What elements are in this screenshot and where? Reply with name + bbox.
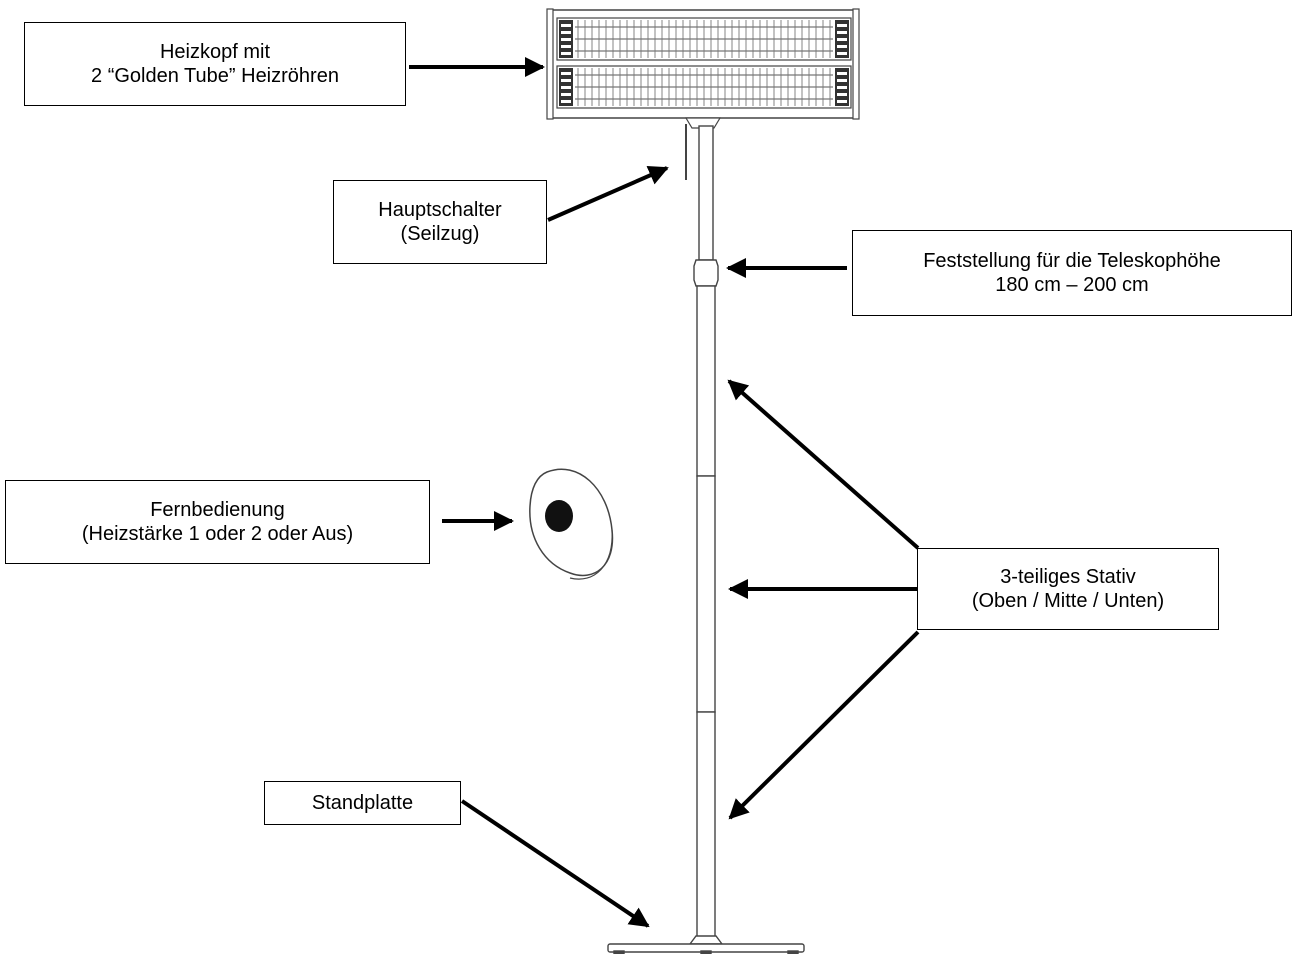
label-standplatte-line1: Standplatte (311, 792, 414, 814)
label-heizkopf: Heizkopf mit 2 “Golden Tube” Heizröhren (24, 22, 406, 106)
arrow-stativ-unten (728, 630, 920, 820)
label-stativ-line1: 3-teiliges Stativ (1000, 566, 1136, 588)
arrow-hauptschalter (547, 166, 669, 222)
label-hauptschalter-line2: (Seilzug) (400, 223, 480, 245)
label-fernbedienung: Fernbedienung (Heizstärke 1 oder 2 oder … (5, 480, 430, 564)
label-fernbedienung-line1: Fernbedienung (150, 499, 285, 521)
heater-head-icon (546, 8, 860, 129)
label-feststellung-line1: Feststellung für die Teleskophöhe (923, 250, 1221, 272)
base-plate-icon (607, 935, 805, 954)
remote-button (545, 500, 573, 532)
label-feststellung: Feststellung für die Teleskophöhe 180 cm… (852, 230, 1292, 316)
label-feststellung-line2: 180 cm – 200 cm (995, 274, 1149, 296)
label-hauptschalter: Hauptschalter (Seilzug) (333, 180, 547, 264)
arrow-standplatte (460, 799, 650, 928)
arrow-stativ-oben (727, 379, 920, 550)
label-stativ-line2: (Oben / Mitte / Unten) (971, 590, 1165, 612)
label-stativ: 3-teiliges Stativ (Oben / Mitte / Unten) (917, 548, 1219, 630)
label-heizkopf-line1: Heizkopf mit (159, 41, 271, 63)
label-standplatte: Standplatte (264, 781, 461, 825)
remote-control-icon (529, 468, 614, 580)
label-fernbedienung-line2: (Heizstärke 1 oder 2 oder Aus) (81, 523, 354, 545)
telescopic-pole (693, 125, 719, 945)
label-heizkopf-line2: 2 “Golden Tube” Heizröhren (91, 65, 339, 87)
label-hauptschalter-line1: Hauptschalter (378, 199, 502, 221)
